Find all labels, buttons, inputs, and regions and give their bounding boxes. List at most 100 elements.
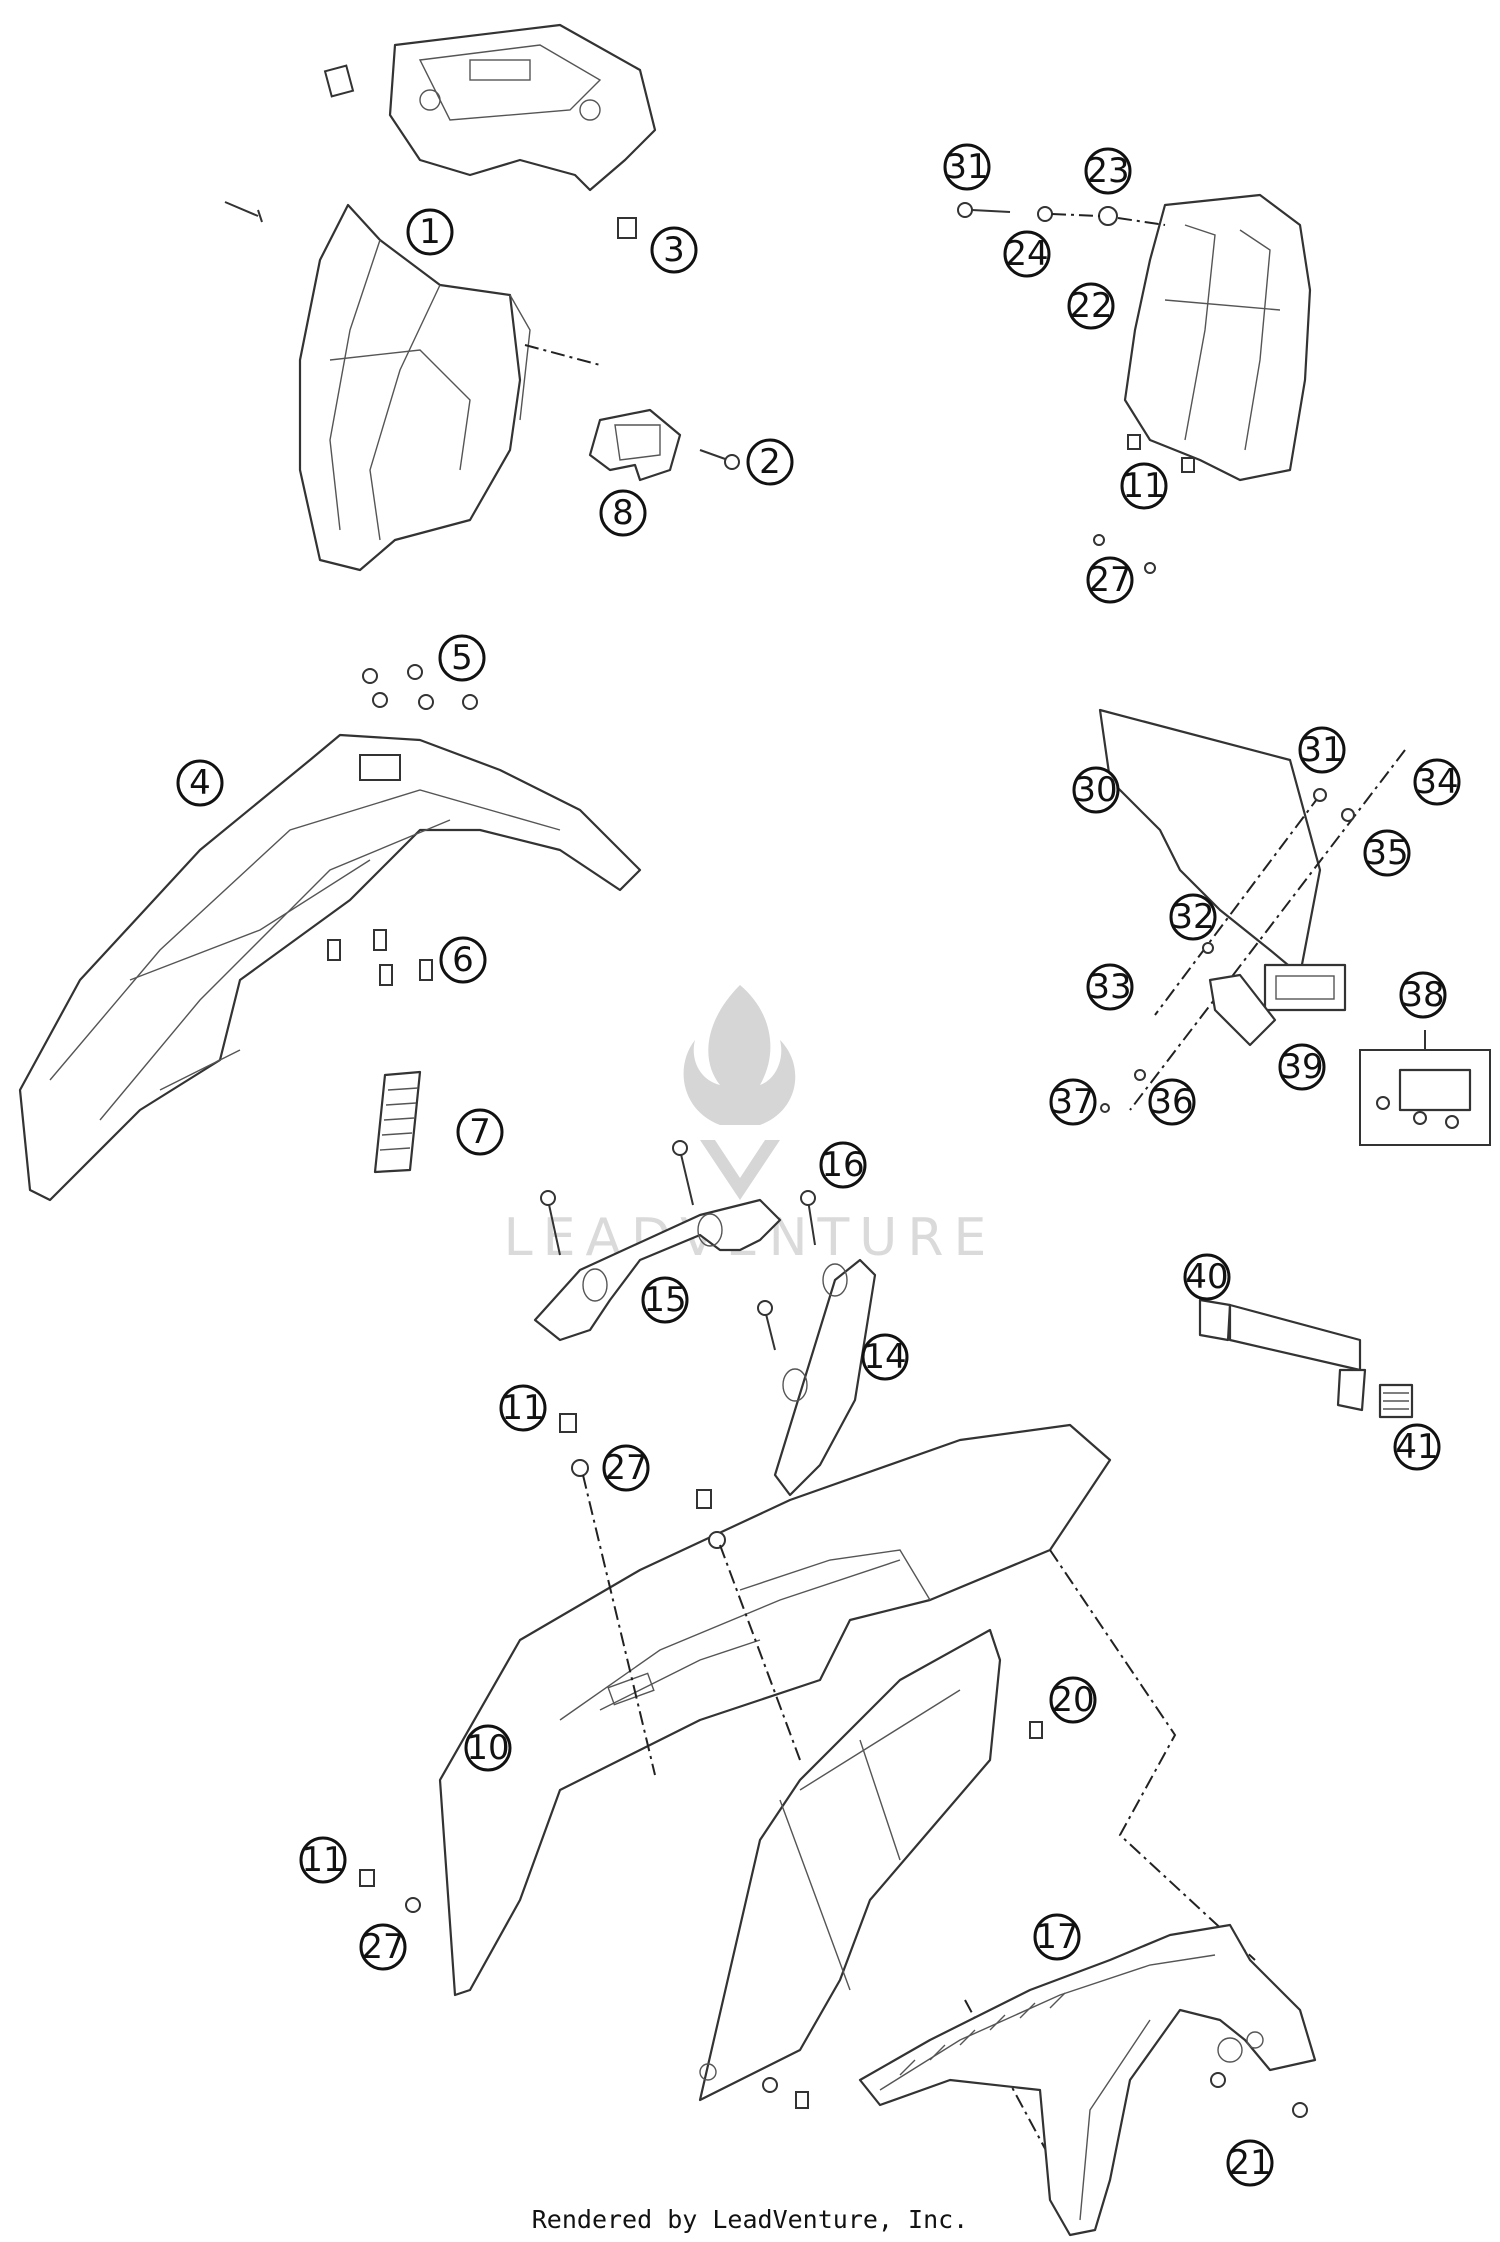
svg-text:38: 38	[1401, 975, 1444, 1015]
svg-text:31: 31	[945, 147, 988, 187]
callout-31: 31	[1298, 726, 1346, 774]
fender-hardware	[359, 1413, 1043, 2109]
grab-handle-left	[533, 1198, 782, 1342]
svg-text:4: 4	[189, 763, 211, 803]
svg-text:34: 34	[1415, 762, 1458, 802]
svg-text:10: 10	[466, 1728, 509, 1768]
svg-text:24: 24	[1005, 234, 1048, 274]
callout-14: 14	[861, 1333, 909, 1381]
callout-41: 41	[1393, 1423, 1441, 1471]
callout-39: 39	[1278, 1043, 1326, 1091]
callout-24: 24	[1003, 230, 1051, 278]
callout-21: 21	[1226, 2139, 1274, 2187]
svg-text:41: 41	[1395, 1427, 1438, 1467]
callout-32: 32	[1169, 893, 1217, 941]
callout-2: 2	[746, 438, 794, 486]
callout-40: 40	[1183, 1253, 1231, 1301]
svg-text:6: 6	[452, 940, 474, 980]
reflector-grille	[1378, 1383, 1414, 1419]
callout-3: 3	[650, 226, 698, 274]
callout-11: 11	[499, 1384, 547, 1432]
svg-text:36: 36	[1150, 1082, 1193, 1122]
svg-text:30: 30	[1074, 770, 1117, 810]
svg-text:3: 3	[663, 230, 685, 270]
front-fender	[18, 733, 642, 1202]
callout-33: 33	[1086, 963, 1134, 1011]
license-plate-panel	[1098, 708, 1322, 977]
headlight-mask	[298, 203, 531, 572]
callout-37: 37	[1049, 1078, 1097, 1126]
callout-36: 36	[1148, 1078, 1196, 1126]
callout-17: 17	[1033, 1913, 1081, 1961]
callout-4: 4	[176, 759, 224, 807]
clip-hardware	[224, 64, 637, 239]
svg-text:27: 27	[604, 1448, 647, 1488]
reflector-kit-box	[1359, 1030, 1491, 1146]
handle-bolts	[540, 1140, 816, 1351]
callout-27: 27	[1086, 556, 1134, 604]
svg-text:23: 23	[1086, 151, 1129, 191]
svg-text:39: 39	[1280, 1047, 1323, 1087]
svg-text:20: 20	[1051, 1680, 1094, 1720]
svg-text:33: 33	[1088, 967, 1131, 1007]
svg-text:11: 11	[1122, 466, 1165, 506]
callout-38: 38	[1399, 971, 1447, 1019]
callout-16: 16	[819, 1141, 867, 1189]
tank-spoiler-grille	[373, 1070, 422, 1174]
svg-text:27: 27	[361, 1927, 404, 1967]
grab-handle-right	[773, 1258, 877, 1497]
rear-fender	[438, 1423, 1112, 1997]
callout-8: 8	[599, 489, 647, 537]
callout-11: 11	[299, 1836, 347, 1884]
svg-text:17: 17	[1035, 1917, 1078, 1957]
callout-30: 30	[1072, 766, 1120, 814]
callout-31: 31	[943, 143, 991, 191]
rear-fender-support	[858, 1923, 1317, 2237]
callout-1: 1	[406, 208, 454, 256]
svg-text:16: 16	[821, 1145, 864, 1185]
svg-text:37: 37	[1051, 1082, 1094, 1122]
headlight-housing	[388, 23, 657, 192]
svg-text:11: 11	[501, 1388, 544, 1428]
side-panel	[698, 1628, 1002, 2102]
fastener-hardware	[957, 202, 1195, 574]
svg-text:2: 2	[759, 442, 781, 482]
svg-text:8: 8	[612, 493, 634, 533]
watermark-v-icon	[700, 1140, 780, 1200]
plate-hardware	[1100, 749, 1406, 1113]
callout-34: 34	[1413, 758, 1461, 806]
svg-text:14: 14	[863, 1337, 906, 1377]
footer-credit: Rendered by LeadVenture, Inc.	[532, 2205, 969, 2234]
rear-bracket	[1198, 1298, 1367, 1412]
fender-screws	[327, 664, 478, 986]
svg-text:11: 11	[301, 1840, 344, 1880]
svg-text:15: 15	[643, 1280, 686, 1320]
callout-10: 10	[464, 1724, 512, 1772]
leader-line	[524, 344, 601, 366]
callout-23: 23	[1084, 147, 1132, 195]
svg-text:22: 22	[1069, 286, 1112, 326]
callout-20: 20	[1049, 1676, 1097, 1724]
svg-text:40: 40	[1185, 1257, 1228, 1297]
watermark-flame-icon	[683, 985, 796, 1125]
callout-22: 22	[1067, 282, 1115, 330]
callout-27: 27	[359, 1923, 407, 1971]
leader-line	[582, 1474, 1256, 1961]
svg-text:27: 27	[1088, 560, 1131, 600]
callout-11: 11	[1120, 462, 1168, 510]
number-plate-holder	[1123, 193, 1312, 482]
svg-text:7: 7	[469, 1112, 491, 1152]
svg-text:21: 21	[1228, 2143, 1271, 2183]
callout-15: 15	[641, 1276, 689, 1324]
svg-text:32: 32	[1171, 897, 1214, 937]
callout-27: 27	[602, 1444, 650, 1492]
callout-6: 6	[439, 936, 487, 984]
callout-5: 5	[438, 634, 486, 682]
svg-text:35: 35	[1365, 833, 1408, 873]
svg-text:1: 1	[419, 212, 441, 252]
svg-text:5: 5	[451, 638, 473, 678]
callout-7: 7	[456, 1108, 504, 1156]
callout-35: 35	[1363, 829, 1411, 877]
svg-text:31: 31	[1300, 730, 1343, 770]
